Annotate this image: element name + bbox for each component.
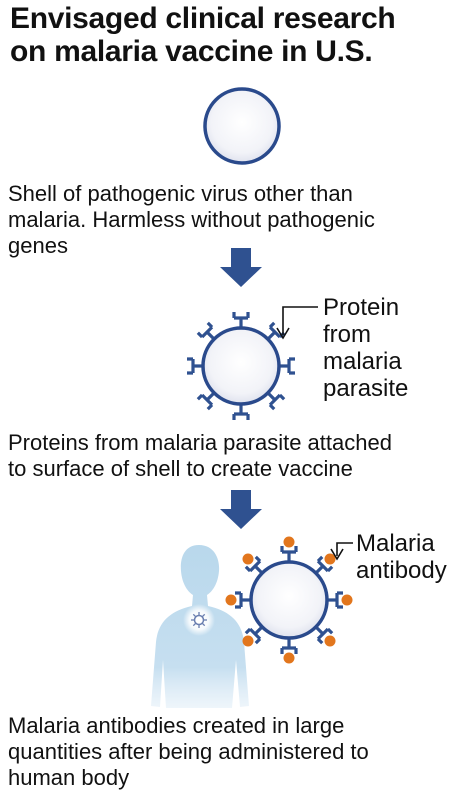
label-line: Protein [323,294,400,321]
label-line: parasite [323,375,409,402]
label-line: malaria [323,348,402,375]
antibody-leader-line [336,542,353,556]
caption-line: Malaria antibodies created in large [8,713,345,738]
step-3-caption: Malaria antibodies created in large quan… [8,713,466,791]
antibody-label: Malaria antibody [356,530,447,584]
caption-line: malaria. Harmless without pathogenic [8,207,375,232]
label-line: antibody [356,557,447,584]
antibody-icon [225,536,353,664]
protein-label: Protein from malaria parasite [323,294,408,402]
step-1-caption: Shell of pathogenic virus other than mal… [8,181,466,259]
title-line-2: on malaria vaccine in U.S. [10,35,373,68]
protein-leader-line [282,306,318,335]
caption-line: quantities after being administered to [8,739,369,764]
step-2-caption: Proteins from malaria parasite attached … [8,430,466,482]
down-arrow-icon [220,248,262,287]
label-line: Malaria [356,530,435,557]
mini-virus-icon [191,612,207,628]
diagram-title: Envisaged clinical research on malaria v… [10,2,465,68]
caption-line: to surface of shell to create vaccine [8,456,353,481]
caption-line: human body [8,765,130,790]
title-line-1: Envisaged clinical research [10,2,396,35]
caption-line: genes [8,233,68,258]
caption-line: Shell of pathogenic virus other than [8,181,353,206]
label-line: from [323,321,371,348]
human-body-icon [151,545,249,708]
virus-shell-icon [203,87,281,165]
vaccine-shell-icon [185,310,297,422]
antibody-shell-icon [225,536,353,664]
down-arrow-icon [220,490,262,529]
caption-line: Proteins from malaria parasite attached [8,430,392,455]
